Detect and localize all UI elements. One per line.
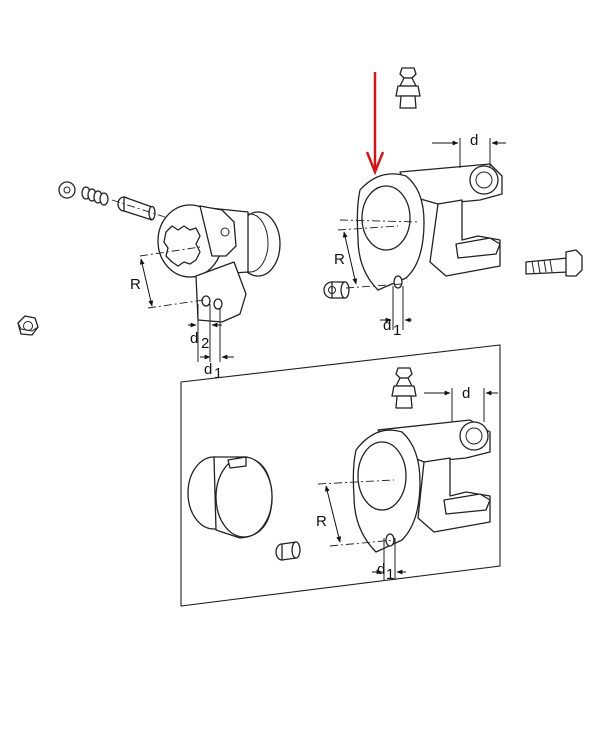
left-radius-dimension: R <box>130 246 205 309</box>
washer <box>58 181 76 199</box>
lower-sleeve <box>187 456 273 539</box>
lower-radius-dimension: R <box>316 479 395 547</box>
grease-nipple-upper <box>395 67 421 109</box>
lower-d-dimension: d <box>424 385 498 422</box>
red-pointer-arrow <box>365 72 385 176</box>
lower-bushing <box>275 541 301 561</box>
bolt <box>525 249 583 277</box>
left-d1-sub: 1 <box>214 365 222 382</box>
lower-radius-label: R <box>316 513 327 530</box>
left-d2-label: d <box>190 330 198 347</box>
left-d1-label: d <box>204 361 212 378</box>
upper-d1-dimension: d 1 <box>380 286 412 339</box>
upper-d1-sub: 1 <box>393 322 401 339</box>
upper-radius-label: R <box>334 251 345 268</box>
coil-spring <box>81 186 109 206</box>
left-hole-dimensions: d 2 d 1 <box>188 304 234 382</box>
upper-radius-dimension: R <box>334 225 403 289</box>
upper-bushing <box>323 281 350 299</box>
left-d2-sub: 2 <box>201 335 209 352</box>
kit-panel <box>180 344 501 607</box>
lower-d1-dimension: d 1 <box>372 538 406 583</box>
lower-yoke <box>352 419 491 553</box>
upper-d1-label: d <box>383 317 391 334</box>
lower-d1-label: d <box>377 561 385 578</box>
upper-d-label: d <box>470 132 478 149</box>
left-radius-label: R <box>130 276 141 293</box>
grease-nipple-lower <box>391 367 417 409</box>
hex-nut <box>17 315 39 336</box>
locking-pin <box>111 196 166 221</box>
upper-d-dimension: d <box>432 132 506 168</box>
lower-d-label: d <box>462 385 470 402</box>
lower-d1-sub: 1 <box>386 566 394 583</box>
upper-yoke <box>339 163 503 291</box>
clamp-yoke-body <box>157 204 281 323</box>
